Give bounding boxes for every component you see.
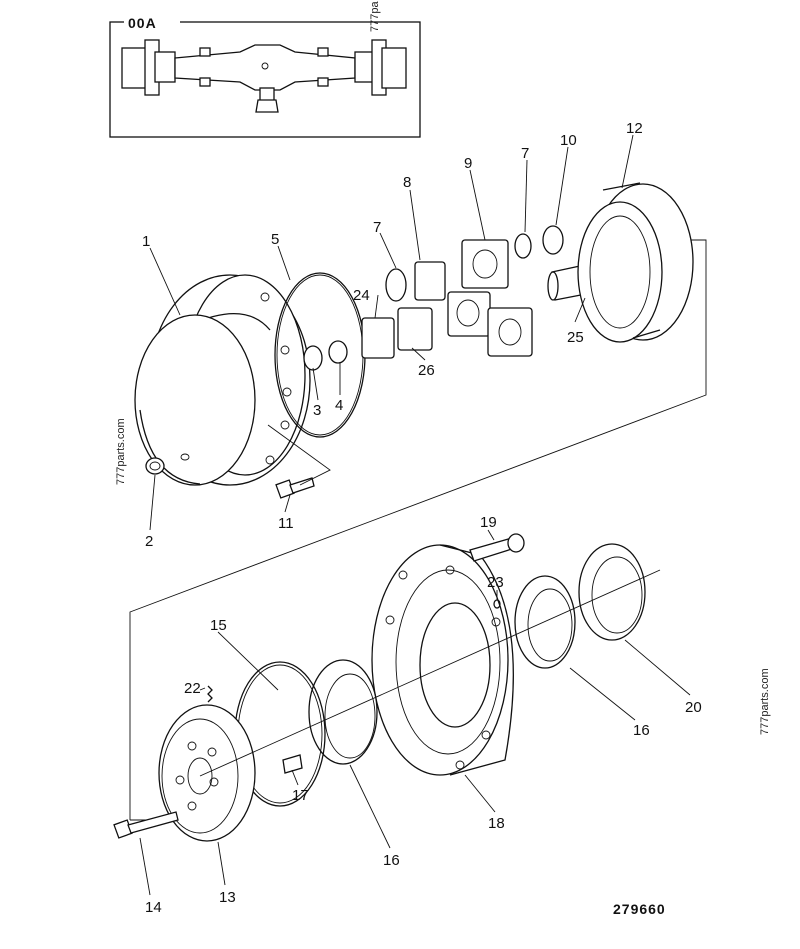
callout-18: 18 bbox=[488, 815, 505, 832]
callout-9: 9 bbox=[464, 155, 472, 172]
inset-label: 00A bbox=[128, 15, 157, 31]
thrust-washer bbox=[303, 345, 323, 371]
callout-17: 17 bbox=[292, 787, 309, 804]
callout-25: 25 bbox=[567, 329, 584, 346]
drain-plug bbox=[145, 457, 165, 475]
callout-24: 24 bbox=[353, 287, 370, 304]
callout-11: 11 bbox=[278, 515, 294, 532]
callout-15: 15 bbox=[210, 617, 227, 634]
callout-20: 20 bbox=[685, 699, 702, 716]
callout-13: 13 bbox=[219, 889, 236, 906]
callout-8: 8 bbox=[403, 174, 411, 191]
callout-4: 4 bbox=[335, 397, 343, 414]
callouts: 1 2 3 4 5 7 7 8 9 10 11 12 13 14 15 16 1… bbox=[142, 120, 702, 916]
callout-16-left: 16 bbox=[383, 852, 400, 869]
circlip-10 bbox=[542, 225, 564, 255]
watermark-left: 777parts.com bbox=[115, 418, 127, 485]
bearing-cup bbox=[578, 543, 646, 641]
bracket-frame bbox=[129, 239, 707, 820]
axle-silhouette bbox=[121, 39, 407, 113]
callout-5: 5 bbox=[271, 231, 279, 248]
callout-7-right: 7 bbox=[521, 145, 529, 162]
wheel-stud bbox=[469, 533, 525, 562]
circlip bbox=[328, 340, 348, 364]
callout-3: 3 bbox=[313, 402, 321, 419]
wheel-hub-flange bbox=[371, 544, 514, 776]
inset-label-bg bbox=[124, 14, 180, 30]
circlip-7 bbox=[514, 233, 532, 259]
retaining-bolt bbox=[275, 477, 315, 499]
watermark-top: 777pa bbox=[369, 1, 381, 32]
dowel bbox=[282, 754, 303, 774]
gear-bolt bbox=[113, 811, 179, 839]
callout-22: 22 bbox=[184, 680, 201, 697]
callout-14: 14 bbox=[145, 899, 162, 916]
assembly-axis bbox=[199, 569, 661, 777]
bearing-cage-upper bbox=[385, 268, 407, 302]
callout-1: 1 bbox=[142, 233, 150, 250]
oil-seal-right bbox=[514, 575, 576, 669]
leader-lines bbox=[139, 134, 691, 896]
annulus-ring-gear bbox=[577, 182, 694, 343]
callout-12: 12 bbox=[626, 120, 643, 137]
callout-23: 23 bbox=[487, 574, 504, 591]
callout-26: 26 bbox=[418, 362, 435, 379]
drawing-number: 279660 bbox=[613, 901, 666, 917]
axle-inset: 00A bbox=[109, 14, 421, 138]
hub-housing bbox=[134, 274, 311, 486]
callout-7-left: 7 bbox=[373, 219, 381, 236]
callout-16-right: 16 bbox=[633, 722, 650, 739]
watermark-right: 777parts.com bbox=[759, 668, 771, 735]
callout-2: 2 bbox=[145, 533, 153, 550]
callout-19: 19 bbox=[480, 514, 497, 531]
spring bbox=[207, 685, 213, 703]
planet-gears bbox=[361, 239, 533, 359]
inset-frame bbox=[109, 21, 421, 138]
callout-10: 10 bbox=[560, 132, 577, 149]
